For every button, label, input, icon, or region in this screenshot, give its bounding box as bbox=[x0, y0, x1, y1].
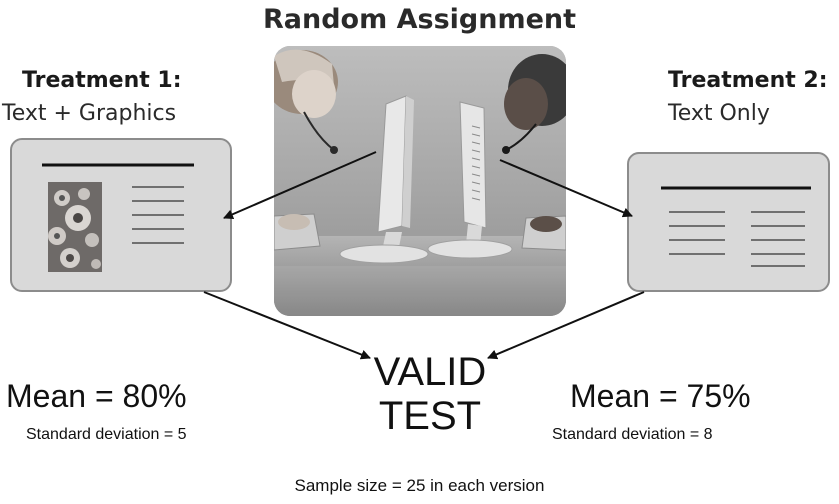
photo-illustration bbox=[274, 46, 566, 316]
treatment2-heading: Treatment 2: bbox=[668, 68, 828, 93]
text-column-left bbox=[669, 211, 725, 255]
text-lines bbox=[132, 186, 184, 244]
treatment1-mean: Mean = 80% bbox=[6, 378, 187, 414]
treatment1-heading: Treatment 1: bbox=[22, 68, 182, 93]
keyboard-right bbox=[521, 215, 566, 251]
treatment1-page-illustration bbox=[42, 163, 194, 272]
result-label: VALID TEST bbox=[360, 350, 500, 438]
monitor-right bbox=[427, 101, 513, 259]
person-left bbox=[274, 49, 338, 154]
monitor-left bbox=[339, 95, 429, 264]
result-line1: VALID bbox=[373, 350, 487, 394]
arrow-to-treatment2 bbox=[499, 159, 633, 218]
arrow-to-treatment1 bbox=[223, 151, 377, 220]
photo-two-monitors bbox=[274, 46, 566, 316]
text-column-right bbox=[751, 211, 805, 267]
sample-size-note: Sample size = 25 in each version bbox=[294, 476, 545, 495]
arrow-treatment2-to-result bbox=[487, 291, 645, 360]
treatment2-std-dev: Standard deviation = 8 bbox=[552, 426, 713, 443]
treatment2-page-mockup bbox=[627, 152, 830, 292]
diagram-title: Random Assignment bbox=[262, 4, 577, 35]
treatment1-page-mockup bbox=[10, 138, 232, 292]
arrow-treatment1-to-result bbox=[203, 291, 371, 360]
result-line2: TEST bbox=[378, 394, 482, 438]
treatment2-page-illustration bbox=[661, 186, 811, 267]
treatment2-description: Text Only bbox=[668, 101, 770, 126]
treatment1-description: Text + Graphics bbox=[2, 101, 177, 126]
person-right bbox=[502, 54, 566, 154]
treatment2-mean: Mean = 75% bbox=[570, 378, 751, 414]
treatment1-std-dev: Standard deviation = 5 bbox=[26, 426, 187, 443]
keyboard-left bbox=[274, 213, 321, 251]
